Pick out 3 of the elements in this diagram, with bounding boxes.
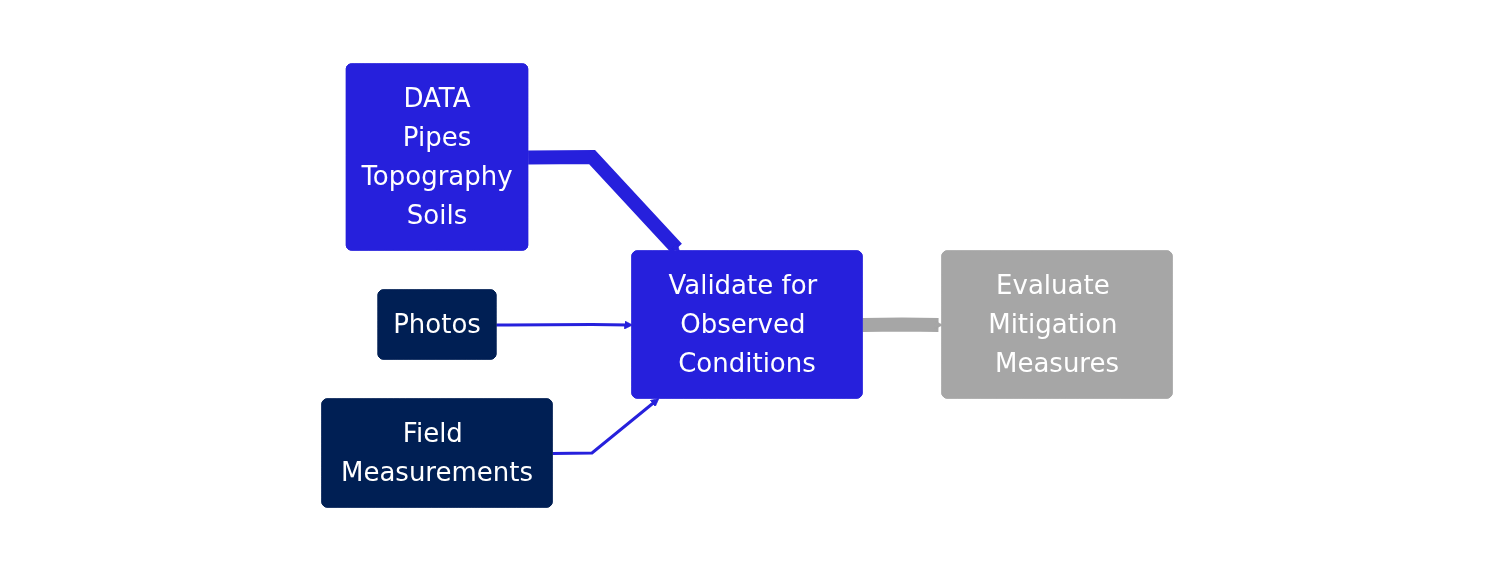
arrow bbox=[552, 398, 660, 455]
arrow bbox=[496, 320, 633, 330]
arrow bbox=[862, 317, 943, 332]
